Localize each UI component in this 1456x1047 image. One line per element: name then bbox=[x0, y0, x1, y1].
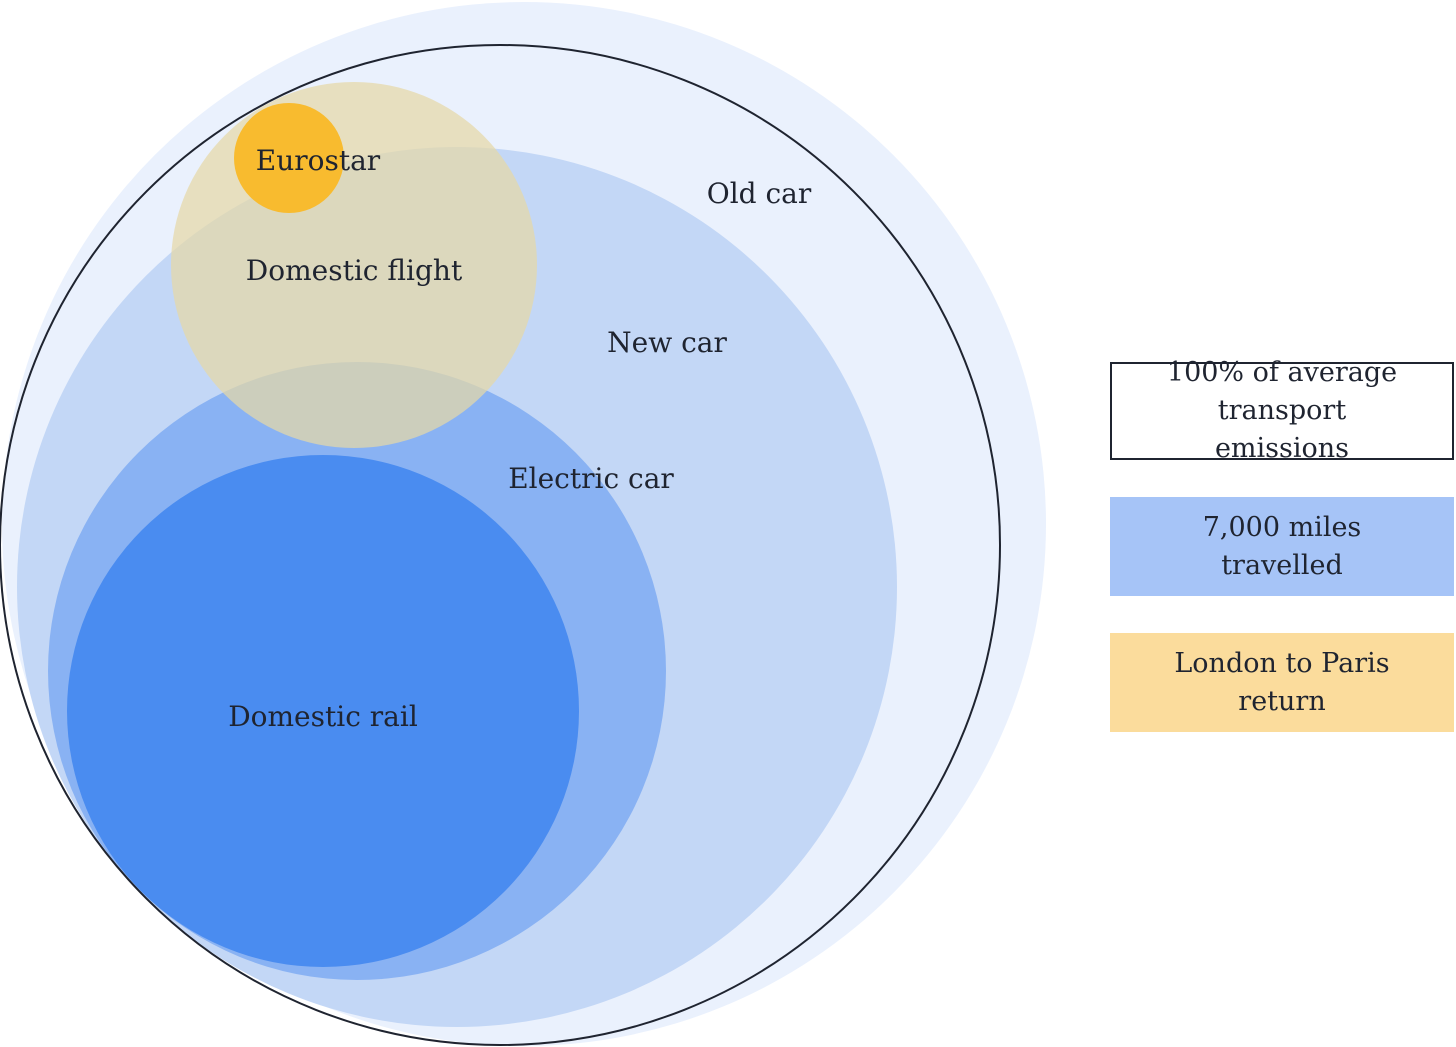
legend-london-paris: London to Paris return bbox=[1110, 633, 1454, 732]
domestic-rail-label: Domestic rail bbox=[228, 700, 418, 733]
legend-miles-travelled: 7,000 miles travelled bbox=[1110, 497, 1454, 596]
domestic-flight-label: Domestic flight bbox=[246, 254, 463, 287]
legend-average-emissions: 100% of average transport emissions bbox=[1110, 357, 1454, 464]
average-emissions-outline bbox=[0, 44, 1001, 1046]
eurostar-circle bbox=[234, 103, 344, 213]
legend-london-paris-label: London to Paris return bbox=[1174, 647, 1390, 717]
eurostar-label: Eurostar bbox=[256, 144, 381, 177]
legend-average-emissions-label: 100% of average transport emissions bbox=[1166, 357, 1398, 464]
new-car-label: New car bbox=[607, 326, 727, 359]
legend-miles-travelled-label: 7,000 miles travelled bbox=[1202, 511, 1362, 581]
domestic-rail-circle bbox=[67, 455, 579, 967]
electric-car-label: Electric car bbox=[508, 462, 674, 495]
old-car-label: Old car bbox=[707, 177, 812, 210]
transport-emissions-diagram: Eurostar Domestic flight Old car New car… bbox=[0, 2, 1046, 1046]
